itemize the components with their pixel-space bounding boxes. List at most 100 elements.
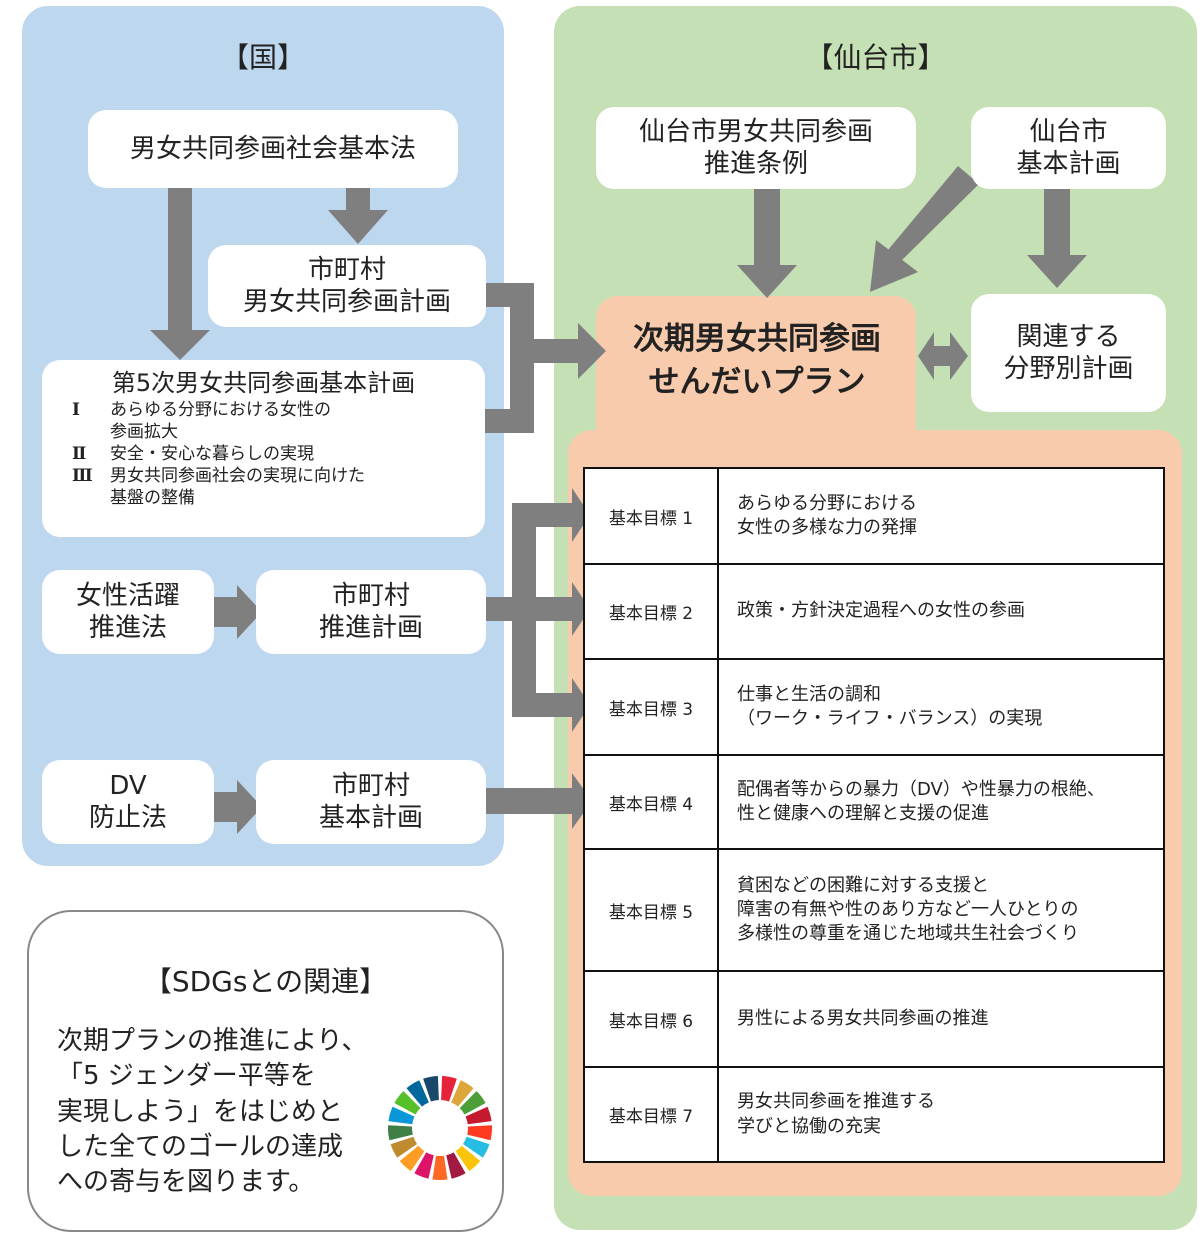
sdgs-wheel-segment <box>414 1152 434 1179</box>
item-text: 男女共同参画社会の実現に向けた <box>110 466 365 487</box>
item-number: Ⅰ <box>72 400 80 420</box>
sdgs-line: 「5 ジェンダー平等を <box>57 1061 316 1092</box>
goal-line: 女性の多様な力の発揮 <box>737 517 917 538</box>
basic-law-box: 男女共同参画社会基本法 <box>88 110 458 188</box>
sdgs-wheel-segment <box>399 1145 425 1172</box>
goal-line: 学びと協働の充実 <box>737 1115 881 1137</box>
goal-row: 基本目標 4 配偶者等からの暴力（DV）や性暴力の根絶、 性と健康への理解と支援… <box>585 756 1163 850</box>
goal-line: 仕事と生活の調和 <box>737 683 881 705</box>
sdgs-line: への寄与を図ります。 <box>57 1167 315 1198</box>
national-header: 【国】 <box>220 41 305 74</box>
city-plan-box: 仙台市 基本計画 <box>971 107 1166 189</box>
city-plan-line1: 仙台市 <box>1029 116 1108 147</box>
goal-line: 政策・方針決定過程への女性の参画 <box>737 600 1025 622</box>
sdgs-wheel-segment <box>446 1152 466 1179</box>
goal-line: 障害の有無や性のあり方など一人ひとりの <box>737 898 1079 920</box>
women-act-line2: 推進法 <box>88 613 167 643</box>
goal-label: 基本目標 1 <box>585 469 719 563</box>
municipal-plan-line2: 男女共同参画計画 <box>242 287 451 317</box>
goal-row: 基本目標 6 男性による男女共同参画の推進 <box>585 972 1163 1068</box>
sdgs-wheel-segment <box>388 1106 415 1125</box>
sdgs-wheel-segment <box>394 1091 421 1115</box>
goal-label: 基本目標 5 <box>585 850 719 970</box>
plan-title: 次期男女共同参画 せんだいプラン <box>598 318 916 405</box>
sdgs-wheel-segment <box>465 1106 492 1125</box>
related-plans-box: 関連する 分野別計画 <box>971 294 1166 412</box>
goal-label: 基本目標 3 <box>585 660 719 754</box>
goal-description: 配偶者等からの暴力（DV）や性暴力の根絶、 性と健康への理解と支援の促進 <box>719 756 1163 848</box>
ordinance-line2: 推進条例 <box>703 149 808 179</box>
sdgs-line: した全てのゴールの達成 <box>57 1132 344 1163</box>
women-plan-line1: 市町村 <box>331 580 410 611</box>
item-number: Ⅱ <box>72 444 87 465</box>
sdgs-text: 次期プランの推進により、 「5 ジェンダー平等を 実現しよう」をはじめと した全… <box>57 1024 367 1201</box>
women-plan-line2: 推進計画 <box>318 613 423 643</box>
sdgs-wheel-segment <box>423 1076 439 1102</box>
sdgs-wheel-segment <box>388 1125 413 1141</box>
sdgs-wheel-segment <box>463 1136 490 1158</box>
item-text: 参画拡大 <box>110 422 178 443</box>
goal-line: 性と健康への理解と支援の促進 <box>737 803 989 824</box>
dv-act-line2: 防止法 <box>88 803 167 833</box>
dv-act-box: DV 防止法 <box>42 760 214 844</box>
goals-table: 基本目標 1 あらゆる分野における 女性の多様な力の発揮 基本目標 2 政策・方… <box>583 467 1165 1163</box>
municipal-plan-line1: 市町村 <box>307 254 386 285</box>
plan-title-line2: せんだいプラン <box>648 364 866 401</box>
goal-description: 貧困などの困難に対する支援と 障害の有無や性のあり方など一人ひとりの 多様性の尊… <box>719 850 1163 970</box>
sendai-header: 【仙台市】 <box>805 41 946 74</box>
sdgs-wheel-segment <box>467 1125 492 1141</box>
dv-plan-line2: 基本計画 <box>318 803 423 833</box>
related-line2: 分野別計画 <box>1003 354 1134 384</box>
goal-line: 多様性の尊重を通じた地域共生社会づくり <box>737 923 1079 945</box>
item-text: 基盤の整備 <box>110 488 195 509</box>
goal-description: 男性による男女共同参画の推進 <box>719 972 1163 1066</box>
plan-title-line1: 次期男女共同参画 <box>633 321 881 357</box>
women-act-line1: 女性活躍 <box>75 580 180 611</box>
goal-row: 基本目標 5 貧困などの困難に対する支援と 障害の有無や性のあり方など一人ひとり… <box>585 850 1163 972</box>
goal-description: 政策・方針決定過程への女性の参画 <box>719 565 1163 658</box>
goal-description: 男女共同参画を推進する 学びと協働の充実 <box>719 1068 1163 1161</box>
ordinance-line1: 仙台市男女共同参画 <box>638 116 873 147</box>
sdgs-wheel-segment <box>459 1091 486 1115</box>
fifth-plan-item: Ⅲ 男女共同参画社会の実現に向けた 基盤の整備 <box>72 465 365 509</box>
women-plan-box: 市町村 推進計画 <box>256 570 486 654</box>
city-plan-line2: 基本計画 <box>1016 149 1121 179</box>
goal-row: 基本目標 1 あらゆる分野における 女性の多様な力の発揮 <box>585 469 1163 565</box>
dv-plan-box: 市町村 基本計画 <box>256 760 486 844</box>
women-act-box: 女性活躍 推進法 <box>42 570 214 654</box>
goal-line: 配偶者等からの暴力（DV）や性暴力の根絶、 <box>737 778 1105 800</box>
sdgs-line: 次期プランの推進により、 <box>57 1026 368 1056</box>
fifth-plan-box: 第5次男女共同参画基本計画 <box>42 360 485 537</box>
item-number: Ⅲ <box>72 466 93 487</box>
fifth-plan-items: Ⅰ あらゆる分野における女性の 参画拡大 Ⅱ 安全・安心な暮らしの実現 Ⅲ 男女… <box>72 399 365 509</box>
item-text: 安全・安心な暮らしの実現 <box>110 444 314 465</box>
sdgs-line: 実現しよう」をはじめと <box>57 1096 344 1127</box>
goal-row: 基本目標 2 政策・方針決定過程への女性の参画 <box>585 565 1163 660</box>
goal-line: （ワーク・ライフ・バランス）の実現 <box>737 708 1043 729</box>
sdgs-wheel-icon <box>388 1076 492 1180</box>
goal-row: 基本目標 7 男女共同参画を推進する 学びと協働の充実 <box>585 1068 1163 1161</box>
related-line1: 関連する <box>1016 321 1121 352</box>
goal-line: 貧困などの困難に対する支援と <box>737 874 989 896</box>
sdgs-title: 【SDGsとの関連】 <box>143 965 388 998</box>
goal-label: 基本目標 6 <box>585 972 719 1066</box>
sdgs-wheel-segment <box>455 1145 481 1172</box>
sdgs-box: 【SDGsとの関連】 次期プランの推進により、 「5 ジェンダー平等を 実現しよ… <box>27 910 504 1232</box>
goal-row: 基本目標 3 仕事と生活の調和 （ワーク・ライフ・バランス）の実現 <box>585 660 1163 756</box>
basic-law-label: 男女共同参画社会基本法 <box>129 133 416 164</box>
goal-label: 基本目標 7 <box>585 1068 719 1161</box>
dv-plan-line1: 市町村 <box>331 770 410 801</box>
item-text: あらゆる分野における女性の <box>110 400 331 420</box>
dv-act-line1: DV <box>109 770 147 801</box>
municipal-plan-box: 市町村 男女共同参画計画 <box>208 245 486 327</box>
fifth-plan-item: Ⅱ 安全・安心な暮らしの実現 <box>72 443 365 465</box>
goal-line: あらゆる分野における <box>737 492 917 514</box>
goal-label: 基本目標 4 <box>585 756 719 848</box>
goal-line: 男女共同参画を推進する <box>737 1091 935 1113</box>
goal-line: 男性による男女共同参画の推進 <box>737 1007 989 1029</box>
fifth-plan-title: 第5次男女共同参画基本計画 <box>111 369 416 397</box>
sdgs-wheel-segment <box>451 1080 474 1107</box>
fifth-plan-item: Ⅰ あらゆる分野における女性の 参画拡大 <box>72 399 365 443</box>
sdgs-wheel-segment <box>390 1136 417 1158</box>
